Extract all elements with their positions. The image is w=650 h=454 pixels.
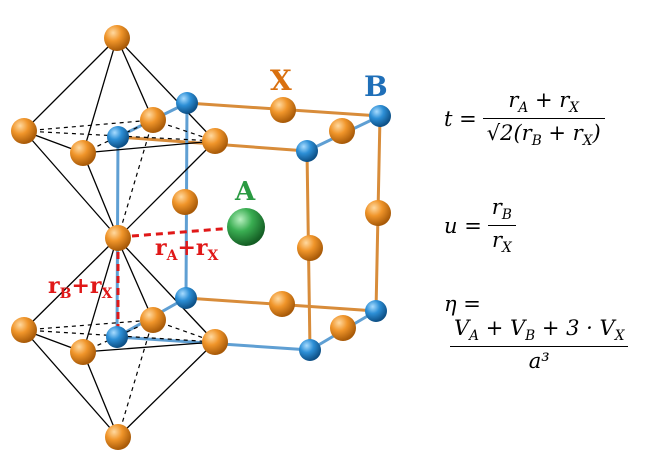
x-atom: [297, 235, 323, 261]
x-atom: [329, 118, 355, 144]
label-ra-plus-rx: rA+rX: [155, 235, 219, 264]
b-atom: [175, 287, 197, 309]
x-atom: [11, 118, 37, 144]
x-atoms: [11, 25, 391, 450]
x-atom: [172, 189, 198, 215]
b-atom: [176, 92, 198, 114]
x-atom: [269, 291, 295, 317]
x-atom: [365, 200, 391, 226]
distance-lines: [116, 225, 247, 335]
octahedral-factor-numerator: rB: [487, 195, 516, 227]
x-atom: [105, 424, 131, 450]
tolerance-factor-denominator: √2(rB + rX): [486, 121, 601, 150]
x-atom: [104, 25, 130, 51]
x-atom: [330, 315, 356, 341]
x-atom: [105, 225, 131, 251]
b-atom: [365, 300, 387, 322]
b-atom: [299, 339, 321, 361]
tolerance-factor-lhs: t =: [444, 106, 477, 131]
label-x: X: [270, 64, 292, 97]
octahedral-factor-denominator: rX: [491, 228, 512, 257]
b-atom: [106, 326, 128, 348]
ra-rx-line: [119, 225, 247, 239]
octahedral-factor-lhs: u =: [444, 213, 482, 238]
b-atom: [296, 140, 318, 162]
packing-fraction-lhs: η =: [444, 291, 481, 316]
packing-fraction-numerator: VA + VB + 3 · VX: [450, 316, 629, 347]
b-atom: [369, 105, 391, 127]
b-atoms: [106, 92, 391, 361]
x-atom: [140, 307, 166, 333]
x-atom: [70, 140, 96, 166]
tolerance-factor-equation: t =rA + rX√2(rB + rX): [444, 88, 605, 149]
x-atom: [270, 97, 296, 123]
x-atom: [11, 317, 37, 343]
x-atom: [70, 339, 96, 365]
label-a: A: [234, 177, 256, 207]
a-atom: [227, 208, 265, 246]
label-rb-plus-rx: rB+rX: [48, 273, 112, 302]
x-atom: [140, 107, 166, 133]
label-b: B: [364, 70, 388, 103]
packing-fraction-denominator: a³: [528, 348, 550, 373]
tolerance-factor-fraction: rA + rX√2(rB + rX): [482, 88, 605, 150]
b-atom: [107, 126, 129, 148]
x-atom: [202, 128, 228, 154]
x-atom: [202, 329, 228, 355]
tolerance-factor-numerator: rA + rX: [482, 88, 605, 120]
